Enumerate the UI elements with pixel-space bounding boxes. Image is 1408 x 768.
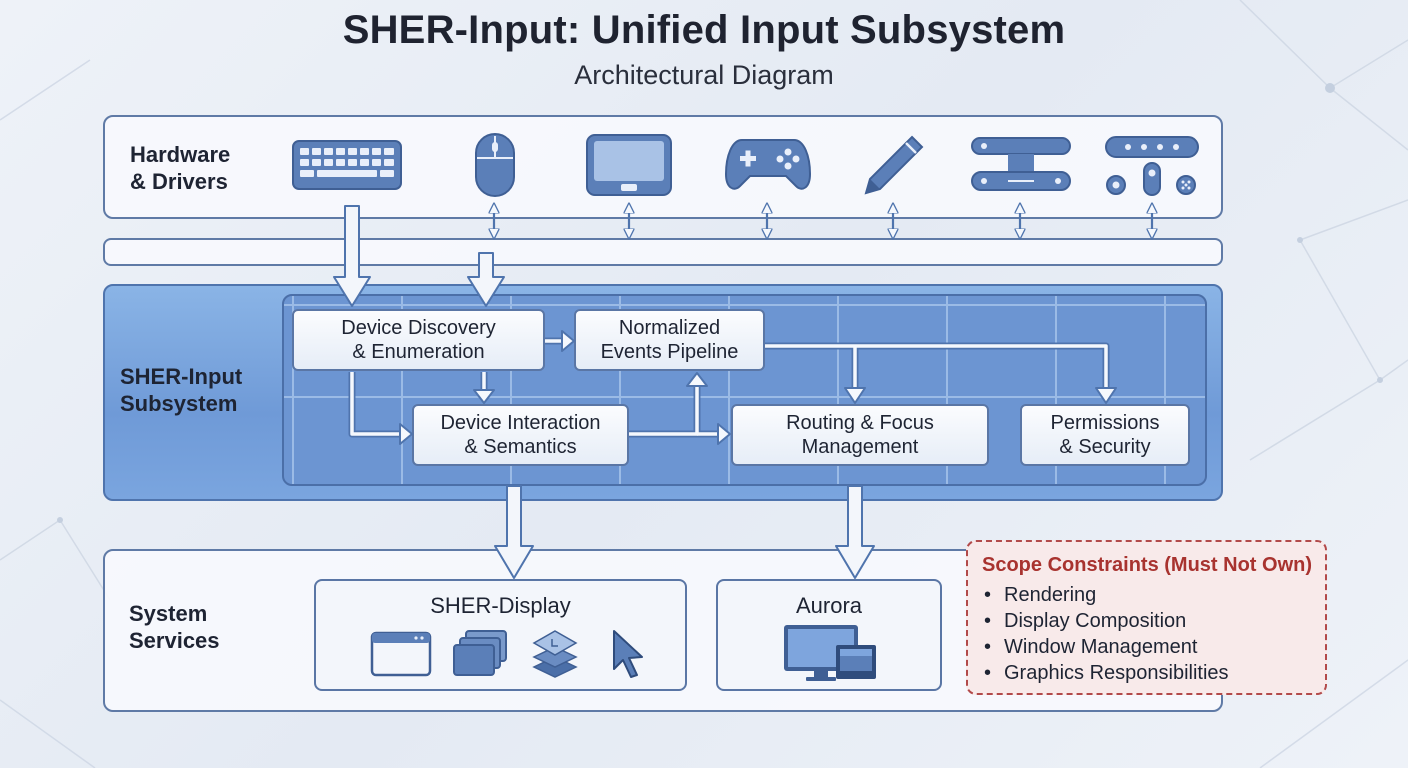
routing-focus-node: Routing & Focus Management: [731, 404, 989, 466]
sensor-bar-icon: [971, 137, 1071, 191]
device-interaction-node: Device Interaction & Semantics: [412, 404, 629, 466]
cursor-icon: [613, 630, 643, 678]
diagram-title: SHER-Input: Unified Input Subsystem: [342, 8, 1066, 52]
aurora-service: Aurora: [716, 579, 942, 691]
pen-icon: [864, 135, 924, 195]
hardware-layer-label: Hardware & Drivers: [130, 142, 231, 194]
keyboard-icon: [292, 140, 402, 190]
device-discovery-node: Device Discovery & Enumeration: [292, 309, 545, 371]
mouse-icon: [475, 133, 515, 197]
sher-display-title: SHER-Display: [430, 593, 571, 618]
system-services-layer-label: System Services: [129, 601, 220, 653]
scope-item: Window Management: [980, 634, 1229, 660]
stacked-windows-icon: [453, 630, 507, 676]
scope-item: Graphics Responsibilities: [980, 660, 1229, 686]
scope-item: Rendering: [980, 582, 1229, 608]
permissions-security-node: Permissions & Security: [1020, 404, 1190, 466]
scope-constraints-title: Scope Constraints (Must Not Own): [982, 554, 1312, 576]
control-panel-icon: [1105, 136, 1199, 196]
gamepad-icon: [724, 139, 812, 190]
sher-display-service: SHER-Display: [314, 579, 687, 691]
scope-constraints-panel: Scope Constraints (Must Not Own) Renderi…: [966, 540, 1327, 695]
events-pipeline-node: Normalized Events Pipeline: [574, 309, 765, 371]
window-icon: [370, 631, 432, 677]
driver-bus-bar: [103, 238, 1223, 266]
tablet-icon: [586, 134, 672, 196]
aurora-title: Aurora: [795, 593, 863, 618]
scope-constraints-list: Rendering Display Composition Window Man…: [980, 582, 1229, 686]
sher-input-layer-label: SHER-Input Subsystem: [120, 364, 243, 416]
diagram-subtitle: Architectural Diagram: [574, 60, 834, 90]
layers-icon: [532, 630, 578, 678]
scope-item: Display Composition: [980, 608, 1229, 634]
monitor-icon: [784, 625, 876, 681]
